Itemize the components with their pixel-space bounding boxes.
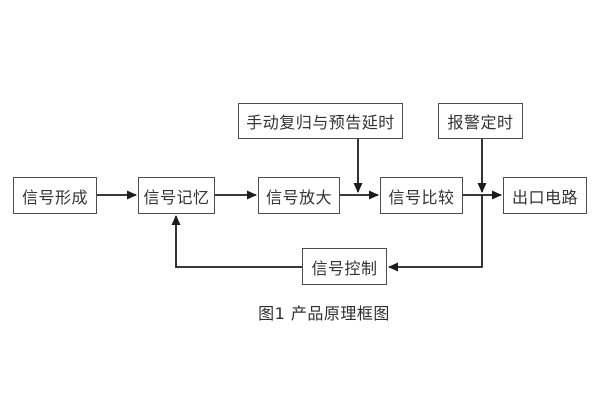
edge-control-to-memory (171, 215, 302, 268)
node-signal-formation: 信号形成 (13, 177, 97, 214)
node-manual-reset-delay: 手动复归与预告延时 (238, 103, 403, 139)
node-signal-amplification: 信号放大 (258, 177, 340, 214)
node-signal-memory: 信号记忆 (138, 177, 215, 214)
node-output-circuit: 出口电路 (503, 177, 587, 214)
node-signal-control: 信号控制 (302, 248, 387, 285)
diagram-caption: 图1 产品原理框图 (258, 304, 390, 323)
node-signal-comparison: 信号比较 (380, 177, 463, 214)
node-alarm-timing: 报警定时 (438, 103, 523, 139)
